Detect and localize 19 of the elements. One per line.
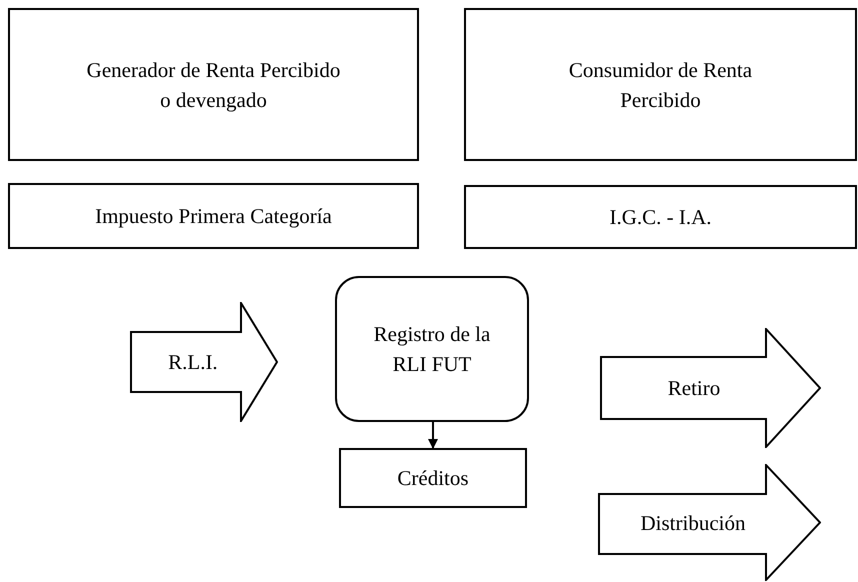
block-arrow	[130, 302, 278, 422]
node-label: Retiro	[668, 375, 720, 402]
process-box	[8, 8, 419, 161]
arrow	[428, 422, 438, 449]
process-box	[8, 183, 419, 249]
block-arrow	[600, 328, 821, 448]
block-arrow	[598, 464, 821, 581]
node-label: Registro de la RLI FUT	[372, 321, 492, 378]
node-label: R.L.I.	[168, 349, 218, 376]
node-label: I.G.C. - I.A.	[609, 204, 712, 231]
process-box	[464, 185, 857, 249]
node-label: Impuesto Primera Categoría	[95, 203, 332, 230]
node-label: Distribución	[640, 510, 746, 536]
node-label: Generador de Renta Percibido o devengado	[86, 56, 342, 114]
process-box	[339, 448, 527, 508]
rounded-process-box	[335, 276, 529, 422]
node-label: Créditos	[397, 465, 469, 492]
process-box	[464, 8, 857, 161]
node-label: Consumidor de Renta Percibido	[568, 56, 754, 114]
